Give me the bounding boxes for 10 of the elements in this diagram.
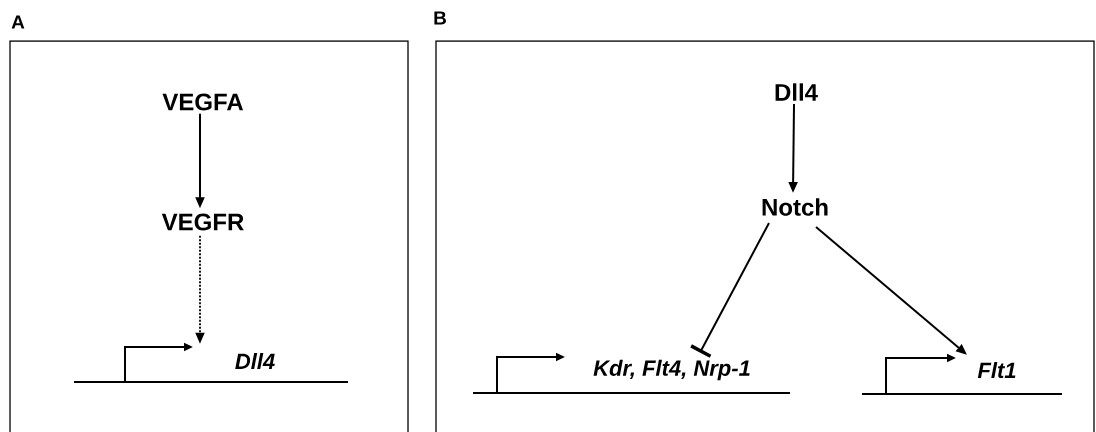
inhibition-arrow (690, 222, 770, 358)
panel-heading: A (11, 15, 25, 29)
panel-heading: B (434, 11, 446, 25)
protein-label: Dll4 (775, 83, 818, 101)
gene-label: Kdr, Flt4, Nrp-1 (593, 359, 750, 381)
gene-label: Dll4 (235, 353, 275, 369)
gene-label: Flt1 (977, 361, 1016, 379)
protein-label: VEGFR (161, 213, 244, 231)
protein-label: Notch (762, 198, 828, 216)
protein-label: VEGFA (162, 93, 244, 111)
